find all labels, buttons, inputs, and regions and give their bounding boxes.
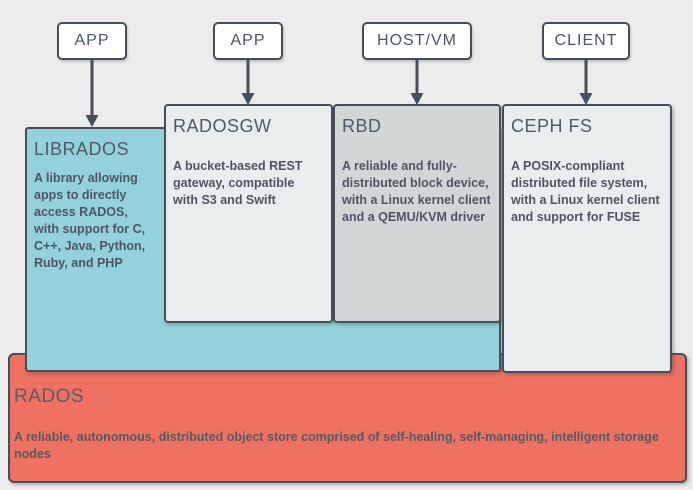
rados-description: A reliable, autonomous, distributed obje… (14, 430, 659, 461)
cephfs-box: CEPH FS A POSIX-compliant distributed fi… (502, 104, 672, 373)
rados-title: RADOS (14, 386, 85, 407)
radosgw-box: RADOSGW A bucket-based REST gateway, com… (164, 104, 333, 323)
top-node-host-vm: HOST/VM (362, 22, 472, 60)
arrowhead-app1 (85, 115, 99, 127)
rbd-title: RBD (342, 116, 382, 136)
librados-title: LIBRADOS (34, 139, 130, 159)
top-node-app-1: APP (57, 22, 127, 60)
cephfs-description: A POSIX-compliant distributed file syste… (511, 159, 660, 224)
radosgw-title: RADOSGW (173, 116, 272, 136)
radosgw-description: A bucket-based REST gateway, compatible … (173, 159, 303, 207)
cephfs-title: CEPH FS (511, 116, 593, 136)
librados-description: A library allowing apps to directly acce… (34, 171, 146, 270)
top-node-client: CLIENT (542, 22, 630, 60)
rbd-description: A reliable and fully-distributed block d… (342, 159, 491, 224)
top-node-app-2: APP (213, 22, 283, 60)
rados-box: RADOS A reliable, autonomous, distribute… (8, 353, 687, 483)
rbd-box: RBD A reliable and fully-distributed blo… (333, 104, 501, 323)
